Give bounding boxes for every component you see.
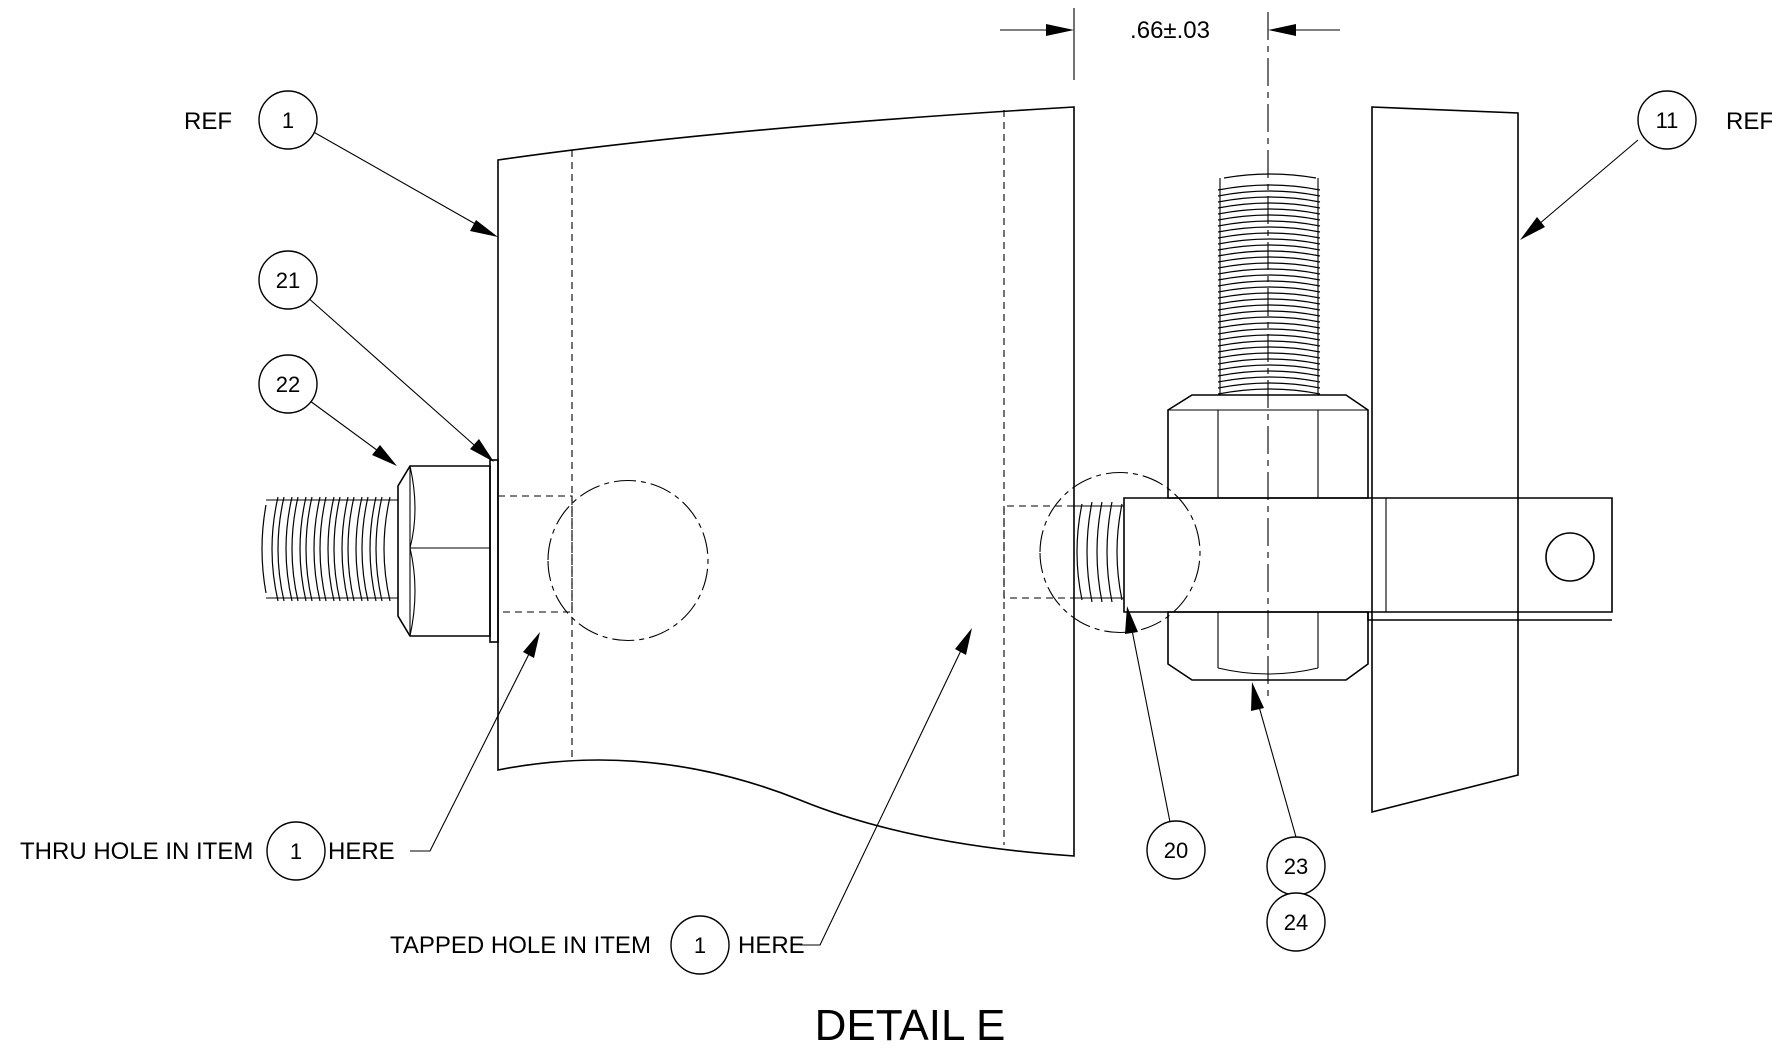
leaders <box>305 129 1639 946</box>
left-thread <box>261 496 398 602</box>
rod-end-bar <box>1123 497 1613 613</box>
tapped-hole-phantom <box>1039 471 1201 634</box>
balloon-23: 23 <box>1266 836 1326 896</box>
balloon-22: 22 <box>258 354 318 414</box>
svg-text:1: 1 <box>694 933 706 958</box>
svg-text:TAPPED HOLE IN ITEM: TAPPED HOLE IN ITEM <box>390 932 651 959</box>
balloon-1: REF 1 <box>184 90 318 150</box>
svg-text:HERE: HERE <box>738 932 805 959</box>
right-bolt-assembly <box>1003 12 1613 700</box>
balloon-20: 20 <box>1146 820 1206 880</box>
thru-hole-phantom <box>547 479 709 642</box>
svg-text:24: 24 <box>1284 910 1308 935</box>
detail-title: DETAIL E <box>815 1001 1006 1050</box>
item-11-plate <box>1371 106 1519 814</box>
ref-label-right: REF <box>1726 108 1772 135</box>
svg-text:HERE: HERE <box>328 838 395 865</box>
vertical-thread <box>1217 173 1321 395</box>
rod-end-hole <box>1545 532 1595 582</box>
svg-text:THRU HOLE IN ITEM: THRU HOLE IN ITEM <box>20 838 253 865</box>
balloon-11: 11 REF <box>1637 90 1772 150</box>
stud-thread-20 <box>1074 501 1124 603</box>
balloon-21: 21 <box>258 250 318 310</box>
hex-nut-24-lower <box>1167 611 1369 681</box>
svg-text:21: 21 <box>276 268 300 293</box>
svg-text:22: 22 <box>276 372 300 397</box>
tapped-hole-callout: TAPPED HOLE IN ITEM 1 HERE <box>390 915 805 975</box>
dimension-value: .66±.03 <box>1130 17 1210 44</box>
hex-nut-22 <box>397 465 491 637</box>
svg-text:1: 1 <box>290 839 302 864</box>
svg-text:11: 11 <box>1656 108 1679 133</box>
dimension-066: .66±.03 <box>1000 8 1340 80</box>
svg-text:20: 20 <box>1164 838 1188 863</box>
svg-text:23: 23 <box>1284 854 1308 879</box>
left-bolt-assembly <box>261 459 709 643</box>
ref-label-left: REF <box>184 108 232 135</box>
washer-21 <box>489 459 499 643</box>
balloon-24: 24 <box>1266 892 1326 952</box>
thru-hole-callout: THRU HOLE IN ITEM 1 HERE <box>20 821 395 881</box>
svg-text:1: 1 <box>282 108 294 133</box>
item-1-plate <box>497 106 1075 857</box>
